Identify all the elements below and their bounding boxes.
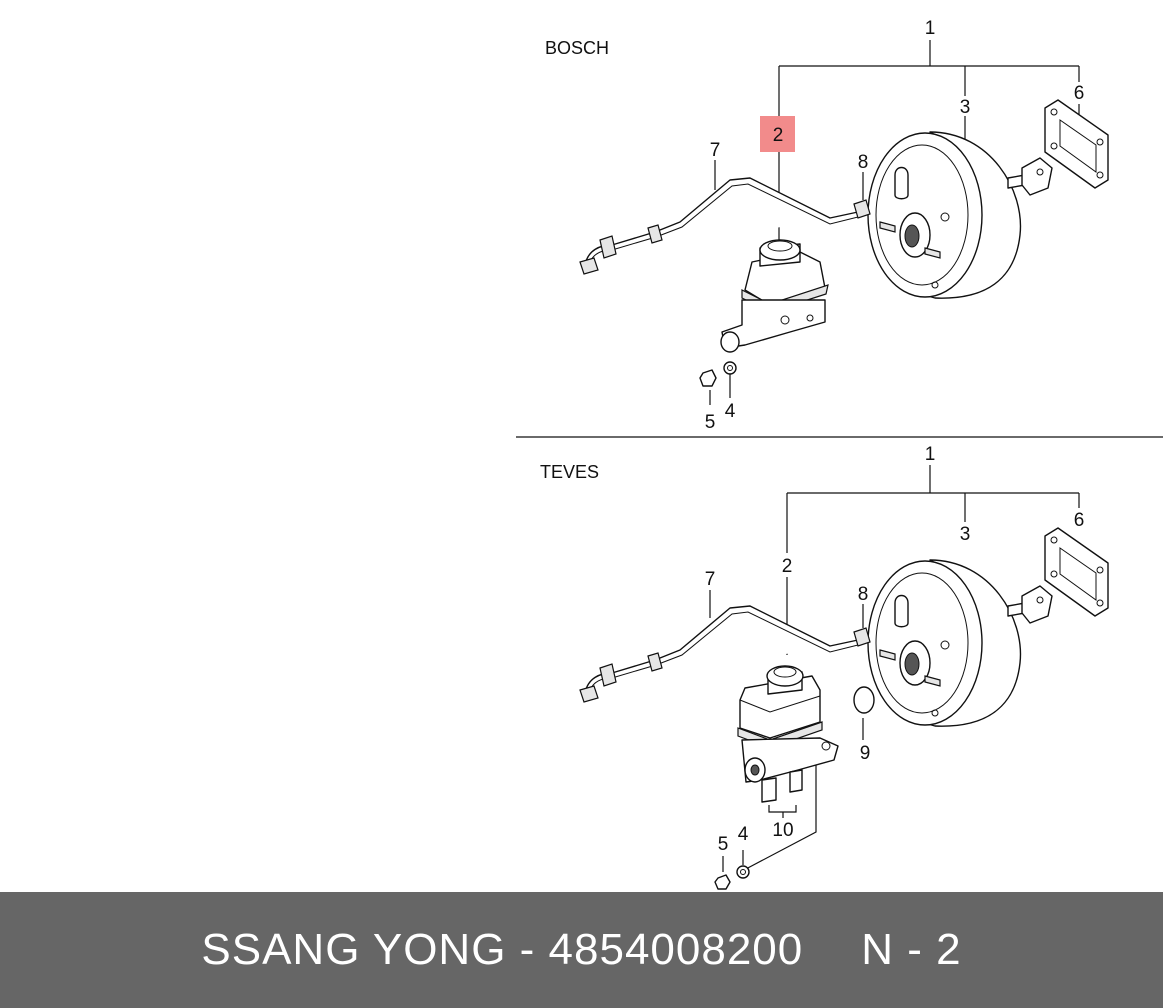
nut-5 xyxy=(699,369,717,387)
brake-hose xyxy=(579,605,871,703)
callout-1: 1 xyxy=(925,444,936,465)
section-label-bosch: BOSCH xyxy=(545,38,609,58)
callout-6: 6 xyxy=(1074,510,1085,531)
washer-4 xyxy=(723,361,737,375)
parts-diagram: BOSCH 1 2 3 4 5 6 7 8 xyxy=(516,18,1163,890)
callout-9: 9 xyxy=(860,743,871,764)
callout-7: 7 xyxy=(705,569,716,590)
callout-7: 7 xyxy=(710,140,721,161)
callout-8: 8 xyxy=(858,152,869,173)
footer-banner: SSANG YONG - 4854008200 N - 2 xyxy=(0,892,1163,1008)
callout-2: 2 xyxy=(782,556,793,577)
master-cylinder xyxy=(737,665,839,803)
teves-section: TEVES 1 2 3 4 5 6 7 xyxy=(540,444,1109,890)
footer-part-text: SSANG YONG - 4854008200 xyxy=(201,925,804,974)
callout-8: 8 xyxy=(858,584,869,605)
nut-5 xyxy=(714,874,731,890)
callout-3: 3 xyxy=(960,524,971,545)
washer-4 xyxy=(736,865,750,879)
callout-2: 2 xyxy=(773,125,784,146)
callout-10: 10 xyxy=(772,820,793,841)
callout-1: 1 xyxy=(925,18,936,39)
callout-3: 3 xyxy=(960,97,971,118)
callout-6: 6 xyxy=(1074,83,1085,104)
brake-hose xyxy=(579,177,871,275)
footer-page-text: N - 2 xyxy=(861,925,962,974)
callout-5: 5 xyxy=(705,412,716,433)
brake-booster xyxy=(867,527,1109,727)
brake-booster xyxy=(867,99,1109,299)
callout-4: 4 xyxy=(738,824,749,845)
callout-5: 5 xyxy=(718,834,729,855)
callout-4: 4 xyxy=(725,401,736,422)
master-cylinder xyxy=(720,239,829,353)
section-label-teves: TEVES xyxy=(540,462,599,482)
highlight-callout-2 xyxy=(760,116,795,152)
o-ring-9 xyxy=(853,686,875,714)
bosch-section: BOSCH 1 2 3 4 5 6 7 8 xyxy=(545,18,1109,433)
